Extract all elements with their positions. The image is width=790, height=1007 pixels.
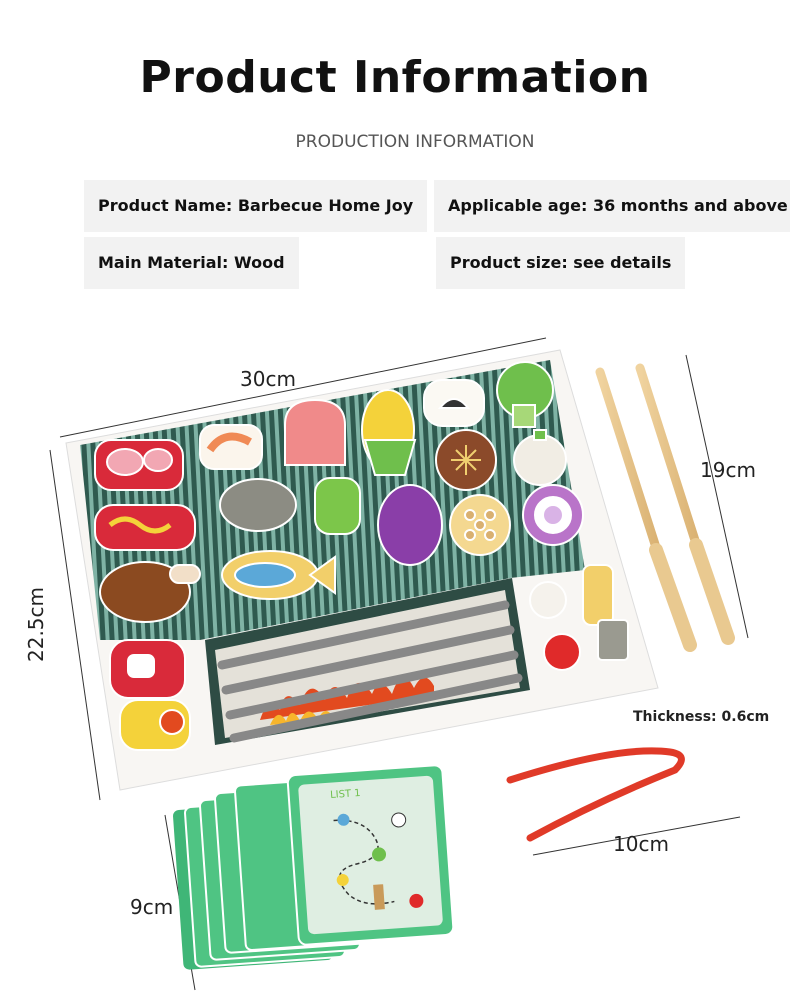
- recipe-card-stack: [173, 764, 455, 970]
- stick-dimension-line: [685, 354, 749, 639]
- thickness-label: Thickness: 0.6cm: [633, 709, 770, 725]
- fire-tray: [205, 578, 530, 745]
- octopus-piece: [284, 398, 346, 466]
- shiitake-piece: [435, 429, 497, 491]
- tongs: [506, 747, 685, 842]
- onion-piece: [522, 484, 584, 546]
- pepper-piece: [314, 477, 361, 535]
- fish-piece: [221, 550, 336, 600]
- lotus-root-piece: [449, 494, 511, 556]
- page-subtitle: PRODUCTION INFORMATION: [295, 132, 535, 152]
- tomato-seasoning-piece: [543, 633, 581, 671]
- width-dimension-line: [59, 337, 547, 438]
- sausage-piece: [94, 504, 196, 551]
- eggplant-piece: [377, 484, 443, 566]
- oyster-piece: [219, 478, 297, 532]
- card-title: LIST 1: [330, 788, 361, 801]
- spec-main-material: Main Material: Wood: [84, 237, 299, 289]
- ketchup-piece: [109, 639, 186, 699]
- sauce-bottle-piece: [119, 699, 191, 751]
- tongs-length-label: 10cm: [613, 832, 669, 856]
- page-title: Product Information: [139, 52, 651, 103]
- corn-piece: [361, 389, 417, 476]
- card-height-label: 9cm: [130, 895, 174, 919]
- stick-length-label: 19cm: [700, 458, 756, 482]
- mushroom-piece: [423, 379, 485, 427]
- depth-label: 22.5cm: [24, 586, 48, 662]
- tongs-dimension-line: [532, 816, 741, 856]
- salt-shaker-piece: [529, 581, 567, 619]
- chicken-leg-piece: [99, 561, 201, 623]
- shrimp-piece: [199, 424, 263, 470]
- spec-product-name: Product Name: Barbecue Home Joy: [84, 180, 428, 232]
- steak-piece: [94, 439, 184, 491]
- brush-piece: [582, 564, 629, 661]
- chopsticks: [595, 363, 735, 652]
- width-label: 30cm: [240, 367, 296, 391]
- garlic-piece: [513, 429, 567, 486]
- broccoli-piece: [496, 361, 554, 428]
- food-pieces: [94, 361, 629, 751]
- spec-product-size: Product size: see details: [436, 237, 686, 289]
- depth-dimension-line: [49, 449, 101, 801]
- spec-applicable-age: Applicable age: 36 months and above: [434, 180, 790, 232]
